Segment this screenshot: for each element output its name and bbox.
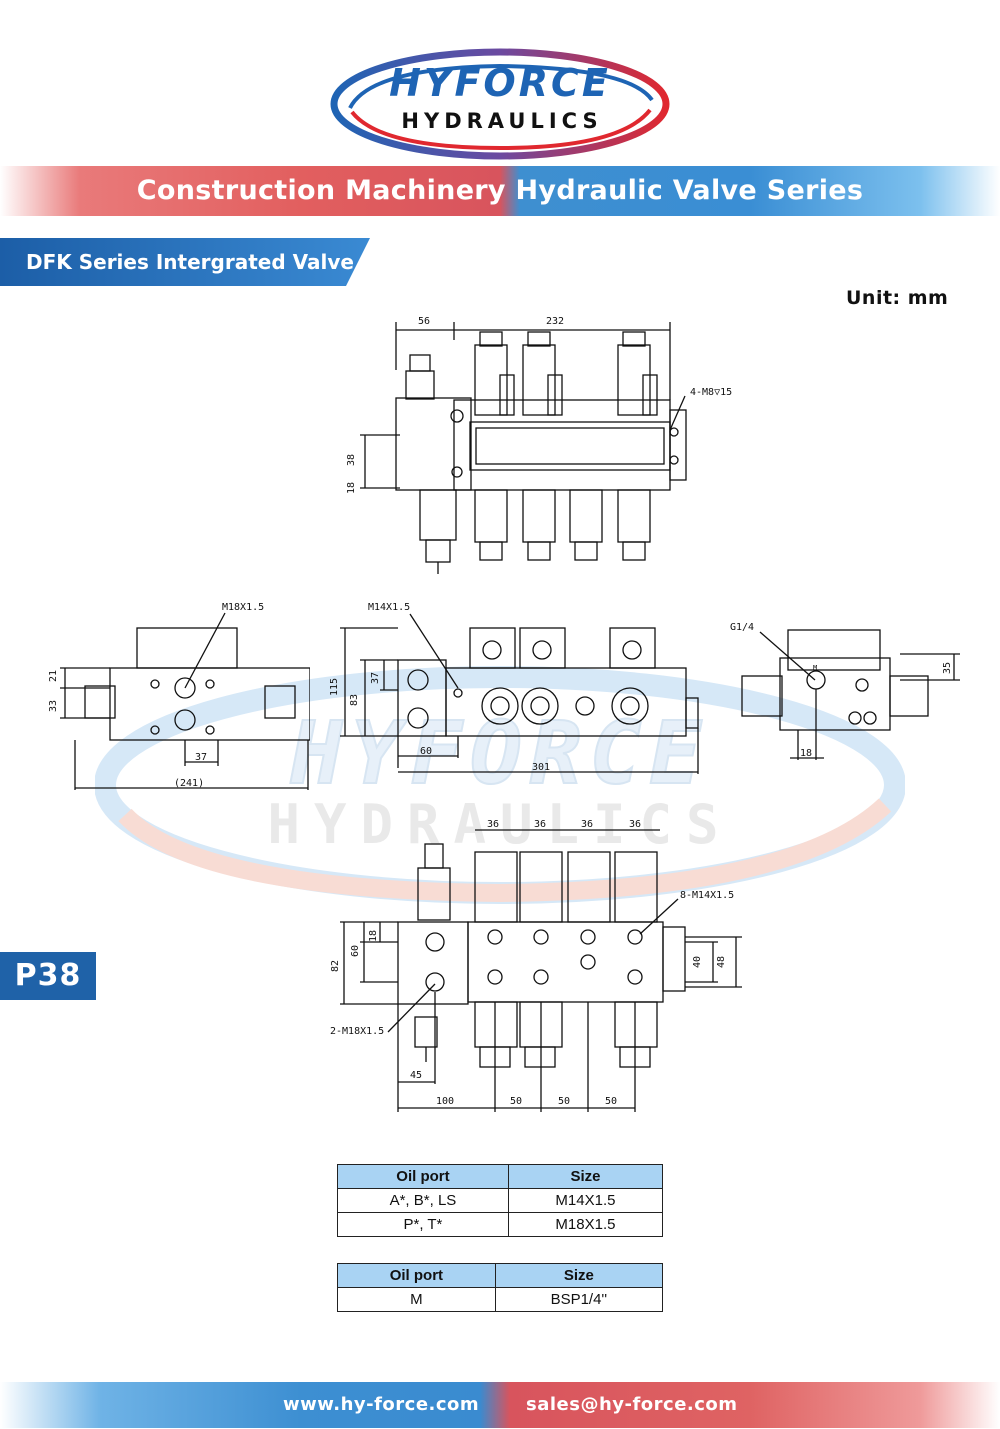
cell-size: BSP1/4'' — [494, 1287, 664, 1312]
right-side-view-drawing: G1/4 M 35 18 — [730, 622, 960, 760]
table-row: A*, B*, LS M14X1.5 — [337, 1188, 664, 1213]
left-side-view-drawing: M18X1.5 21 33 37 (241) — [48, 602, 310, 790]
logo-line2: HYDRAULICS — [401, 109, 602, 133]
series-banner — [0, 166, 1000, 216]
dim-4-m8: 4-M8▽15 — [690, 387, 732, 398]
watermark-line1: HYFORCE — [290, 704, 709, 804]
dim-18: 18 — [346, 482, 357, 494]
cell-port: M — [337, 1287, 496, 1312]
dim-8-m14: 8-M14X1.5 — [680, 890, 734, 901]
port-m-label: M — [813, 664, 817, 672]
dim-83: 83 — [349, 694, 360, 706]
hyforce-logo: HYFORCE HYDRAULICS — [330, 48, 670, 160]
logo-line1: HYFORCE — [389, 61, 611, 105]
cell-port: A*, B*, LS — [337, 1188, 509, 1213]
dim-g14: G1/4 — [730, 622, 754, 633]
dim-50-a: 50 — [510, 1096, 522, 1107]
dim-115: 115 — [329, 678, 340, 696]
dim-18-bottom: 18 — [368, 930, 379, 942]
section-tab — [0, 238, 370, 286]
table-header-row: Oil port Size — [337, 1164, 664, 1189]
oil-port-table-1: Oil port Size A*, B*, LS M14X1.5 P*, T* … — [337, 1164, 664, 1237]
top-view-drawing: 56 232 4-M8▽15 38 18 — [346, 316, 732, 574]
dim-40: 40 — [692, 956, 703, 968]
page-number-badge: P38 — [0, 952, 96, 1000]
bottom-view-drawing: 36 36 36 36 8-M14X1.5 82 60 18 40 48 2-M… — [330, 819, 742, 1112]
col-size: Size — [507, 1164, 664, 1189]
dim-301: 301 — [532, 762, 550, 773]
website-link[interactable]: www.hy-force.com — [283, 1394, 480, 1415]
dim-45: 45 — [410, 1070, 422, 1081]
cell-size: M14X1.5 — [507, 1188, 664, 1213]
dim-36-b: 36 — [534, 819, 546, 830]
dim-82: 82 — [330, 960, 341, 972]
dim-m14: M14X1.5 — [368, 602, 410, 613]
dim-37-front: 37 — [370, 672, 381, 684]
dim-60-bottom: 60 — [350, 945, 361, 957]
dim-48: 48 — [716, 956, 727, 968]
section-title: DFK Series Intergrated Valve — [26, 250, 354, 274]
dim-50-b: 50 — [558, 1096, 570, 1107]
dim-56: 56 — [418, 316, 430, 327]
dim-38: 38 — [346, 454, 357, 466]
dim-36-d: 36 — [629, 819, 641, 830]
dim-60: 60 — [420, 746, 432, 757]
dim-33: 33 — [48, 700, 59, 712]
dim-100: 100 — [436, 1096, 454, 1107]
dim-35: 35 — [942, 662, 953, 674]
banner-title: Construction Machinery Hydraulic Valve S… — [136, 175, 864, 206]
col-size: Size — [494, 1263, 664, 1288]
dim-241: (241) — [174, 778, 204, 789]
col-oil-port: Oil port — [337, 1263, 496, 1288]
col-oil-port: Oil port — [337, 1164, 509, 1189]
dim-18-right: 18 — [800, 748, 812, 759]
dim-37: 37 — [195, 752, 207, 763]
cell-size: M18X1.5 — [507, 1212, 664, 1237]
dim-m18: M18X1.5 — [222, 602, 264, 613]
dim-21: 21 — [48, 670, 59, 682]
dim-232: 232 — [546, 316, 564, 327]
dim-36-c: 36 — [581, 819, 593, 830]
table-header-row: Oil port Size — [337, 1263, 664, 1288]
footer-bar — [0, 1382, 1000, 1428]
dim-50-c: 50 — [605, 1096, 617, 1107]
watermark-line2: HYDRAULICS — [267, 793, 732, 856]
email-link[interactable]: sales@hy-force.com — [526, 1394, 738, 1415]
cell-port: P*, T* — [337, 1212, 509, 1237]
table-row: P*, T* M18X1.5 — [337, 1212, 664, 1237]
dim-36-a: 36 — [487, 819, 499, 830]
front-view-drawing: M14X1.5 115 83 37 60 301 — [329, 602, 699, 774]
oil-port-table-2: Oil port Size M BSP1/4'' — [337, 1263, 664, 1312]
unit-label: Unit: mm — [846, 287, 949, 309]
watermark: HYFORCE HYDRAULICS — [95, 666, 905, 904]
dim-2-m18: 2-M18X1.5 — [330, 1026, 384, 1037]
table-row: M BSP1/4'' — [337, 1287, 664, 1312]
